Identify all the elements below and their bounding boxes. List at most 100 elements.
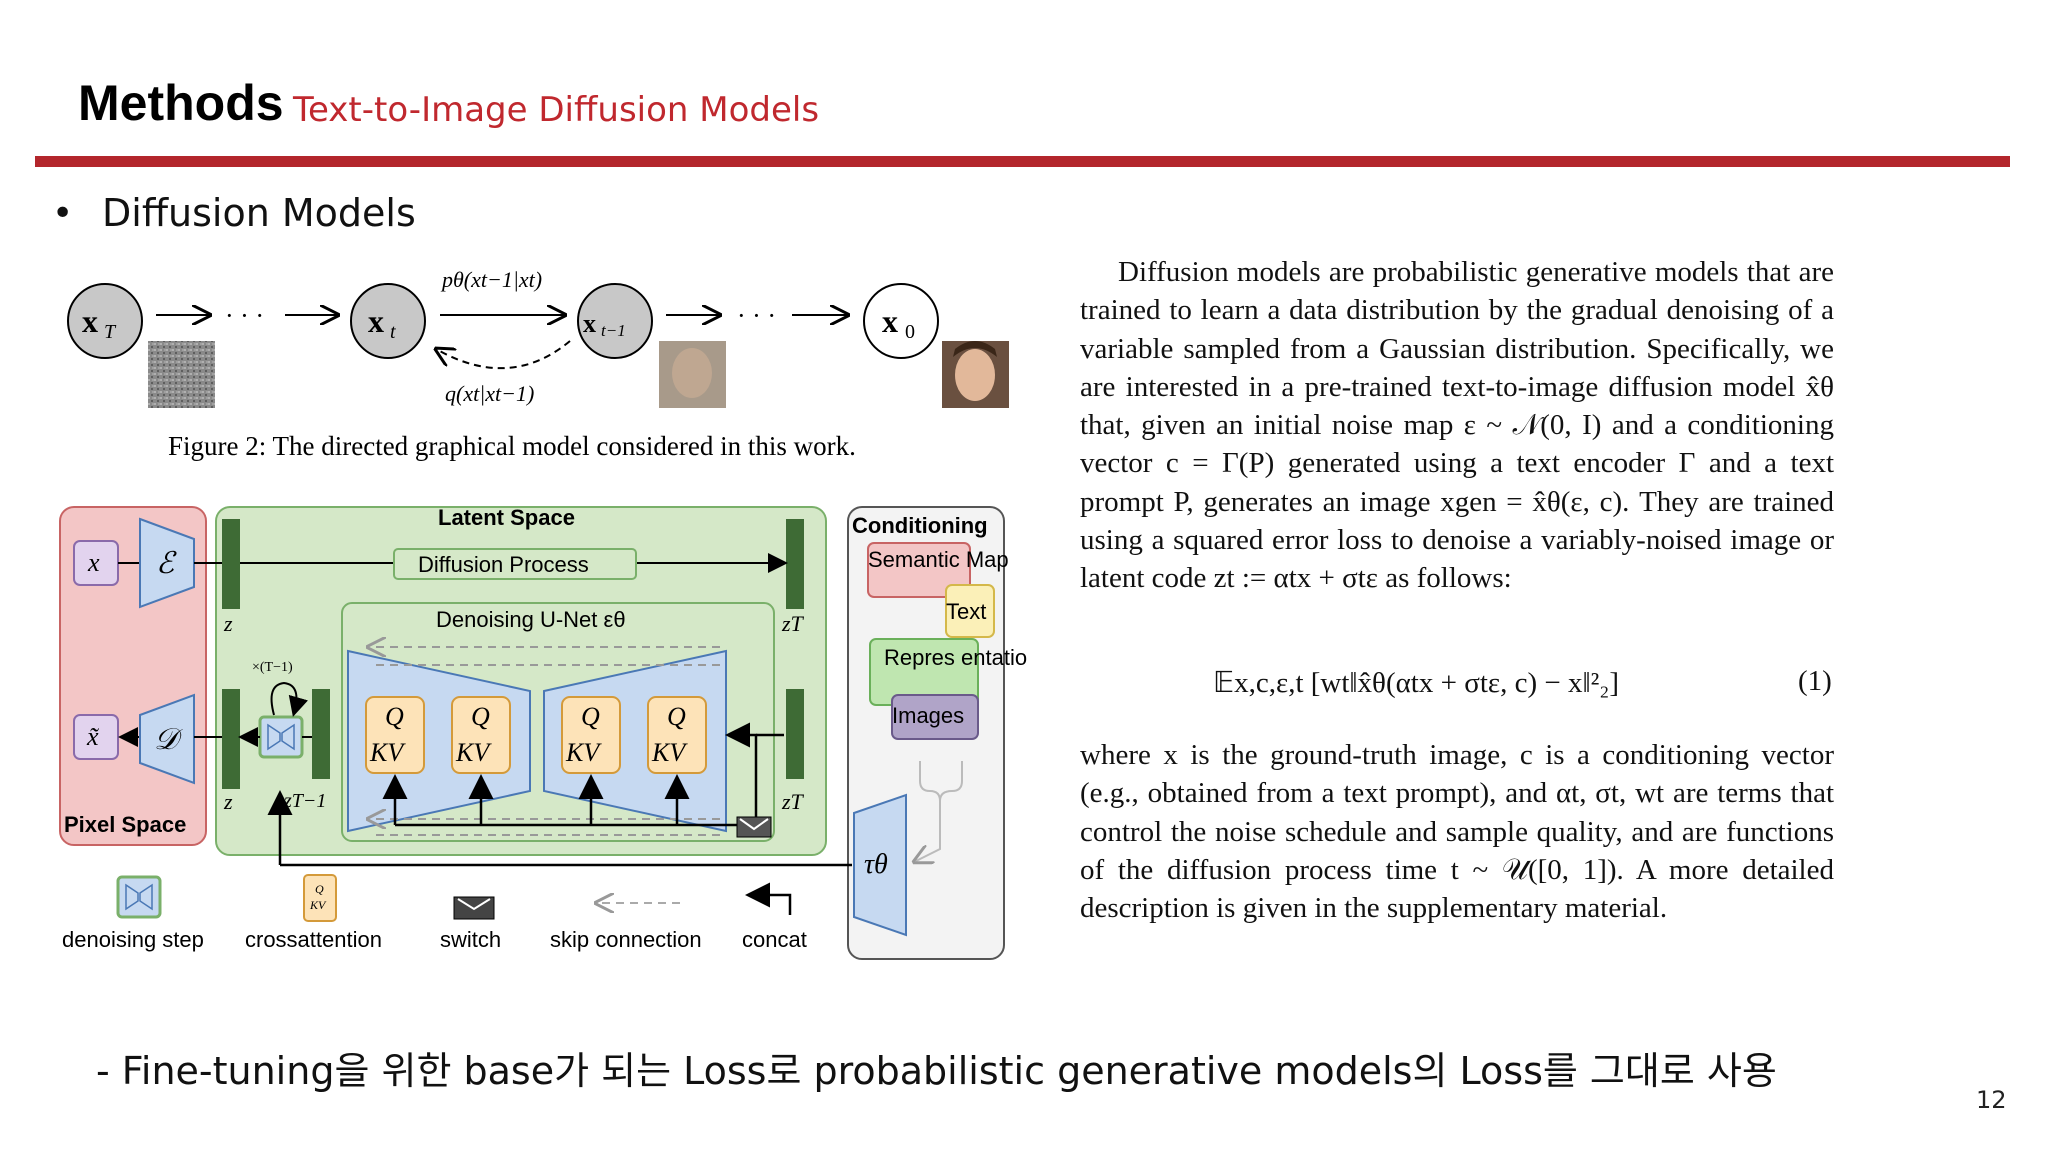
slide-title: Methods: [78, 75, 284, 131]
loop-arrow: [270, 681, 309, 717]
paper-paragraph-2: where x is the ground-truth image, c is …: [1080, 739, 1834, 925]
svg-text:Q: Q: [667, 702, 686, 731]
legend-crossattention: crossattention: [245, 927, 382, 952]
svg-text:KV: KV: [565, 738, 602, 767]
label-z-bottom: z: [223, 789, 233, 814]
diffusion-process-box: Diffusion Process: [393, 548, 637, 580]
bullet-marker: •: [52, 193, 74, 234]
loop-label: ×(T−1): [252, 660, 293, 675]
node-xT: x T: [67, 283, 143, 359]
svg-text:KV: KV: [309, 898, 327, 912]
svg-text:x: x: [583, 309, 596, 338]
latent-bar-zT-bottom: [786, 689, 804, 779]
svg-text:KV: KV: [651, 738, 688, 767]
noise-image-thumbnail: [148, 341, 215, 408]
svg-text:t: t: [390, 321, 396, 343]
conditioning-bracket: [916, 761, 963, 861]
label-z-top: z: [223, 611, 233, 636]
legend-skip-connection: skip connection: [550, 927, 702, 952]
svg-text:KV: KV: [455, 738, 492, 767]
svg-text:0: 0: [905, 321, 915, 343]
latent-bar-zT-top: [786, 519, 804, 609]
svg-text:t−1: t−1: [601, 321, 626, 340]
label-zT-top: zT: [781, 611, 805, 636]
svg-text:Q: Q: [581, 702, 600, 731]
latent-bar-zT-minus-1: [312, 689, 330, 779]
reverse-label: pθ(xt−1|xt): [440, 267, 542, 292]
skip-connections: [370, 647, 720, 836]
cond-text: Text: [945, 584, 995, 638]
qkv-block-4: Q KV: [647, 696, 707, 774]
footer-note: - Fine-tuning을 위한 base가 되는 Loss로 probabi…: [96, 1049, 1777, 1093]
switch-icon: [736, 816, 772, 838]
svg-text:Q: Q: [315, 882, 324, 896]
svg-text:τθ: τθ: [864, 849, 888, 880]
svg-text:x: x: [82, 303, 98, 339]
cond-representations: Repres entations: [869, 638, 1050, 706]
latent-bar-z-top: [222, 519, 240, 609]
unet-diagram: Pixel Space Latent Space Conditioning x …: [59, 505, 1050, 960]
label-zT-minus-1: zT−1: [283, 790, 326, 812]
svg-text:x: x: [368, 303, 384, 339]
node-xt: x t: [350, 283, 426, 359]
label-zT-bottom: zT: [781, 789, 805, 814]
page-number: 12: [1976, 1086, 2007, 1114]
equation-number: (1): [1798, 665, 1832, 697]
legend-denoising-step-icon: [116, 875, 162, 919]
svg-text:KV: KV: [369, 738, 406, 767]
legend-concat: concat: [742, 927, 807, 952]
figure2-panel: x T · · · x t pθ(xt−1|xt) q(xt|xt−1) x t…: [40, 253, 1028, 467]
svg-text:Diffusion Process: Diffusion Process: [418, 552, 589, 577]
figure2-caption: Figure 2: The directed graphical model c…: [168, 431, 856, 461]
encoder: ℰ: [139, 517, 195, 609]
svg-text:Text: Text: [946, 599, 986, 624]
unet-figure-panel: Pixel Space Latent Space Conditioning x …: [40, 489, 1050, 984]
svg-text:Semantic Map: Semantic Map: [868, 547, 1009, 572]
tau-encoder: τθ: [853, 793, 907, 937]
conditioning-arrows: [267, 722, 852, 867]
bullet-heading: Diffusion Models: [102, 191, 416, 235]
svg-text:T: T: [104, 321, 117, 343]
partially-denoised-thumbnail: [659, 341, 726, 408]
latent-bar-z-bottom: [222, 689, 240, 789]
svg-text:Latent Space: Latent Space: [438, 505, 575, 530]
svg-text:Conditioning: Conditioning: [852, 513, 988, 538]
decoder: 𝒟: [139, 693, 195, 785]
svg-text:Images: Images: [892, 703, 964, 728]
svg-text:Pixel Space: Pixel Space: [64, 812, 186, 837]
output-x-tilde: x̃: [73, 714, 119, 760]
qkv-block-1: Q KV: [365, 696, 425, 774]
face-image-thumbnail: [942, 341, 1009, 408]
svg-text:Q: Q: [385, 702, 404, 731]
input-x: x: [73, 540, 119, 586]
node-x0: x 0: [863, 283, 939, 359]
svg-text:Denoising U-Net εθ: Denoising U-Net εθ: [436, 607, 626, 632]
legend-crossattention-icon: Q KV: [303, 874, 337, 922]
svg-text:x: x: [882, 303, 898, 339]
legend-concat-icon: [745, 882, 792, 915]
figure2-diagram: x T · · · x t pθ(xt−1|xt) q(xt|xt−1) x t…: [67, 267, 1009, 461]
forward-arrow: [436, 340, 571, 370]
legend-switch-icon: [453, 896, 495, 920]
legend-switch: switch: [440, 927, 501, 952]
paper-paragraph-1: Diffusion models are probabilistic gener…: [1080, 256, 1834, 595]
qkv-block-3: Q KV: [561, 696, 621, 774]
cond-semantic-map: Semantic Map: [867, 542, 1009, 598]
dots-right: · · ·: [737, 301, 776, 330]
title-divider: [35, 156, 2010, 167]
svg-text:ℰ: ℰ: [156, 547, 177, 580]
svg-text:x̃: x̃: [86, 722, 100, 751]
slide-subtitle: Text-to-Image Diffusion Models: [293, 90, 820, 130]
denoising-step-icon: [258, 715, 304, 759]
node-xt-minus-1: x t−1: [577, 283, 653, 359]
legend-denoising-step: denoising step: [62, 927, 204, 952]
qkv-block-2: Q KV: [451, 696, 511, 774]
legend: denoising step Q KV crossattention switc…: [62, 874, 807, 952]
svg-text:x: x: [87, 548, 100, 577]
dots-left: · · ·: [225, 301, 264, 330]
cond-images: Images: [891, 694, 979, 740]
paper-excerpt-panel: [1074, 253, 1846, 984]
forward-label: q(xt|xt−1): [445, 381, 534, 406]
svg-text:Repres entations: Repres entations: [884, 645, 1028, 670]
loss-equation: 𝔼x,c,ε,t [wt‖x̂θ(αtx + σtε, c) − x‖²₂]: [1213, 667, 1620, 699]
